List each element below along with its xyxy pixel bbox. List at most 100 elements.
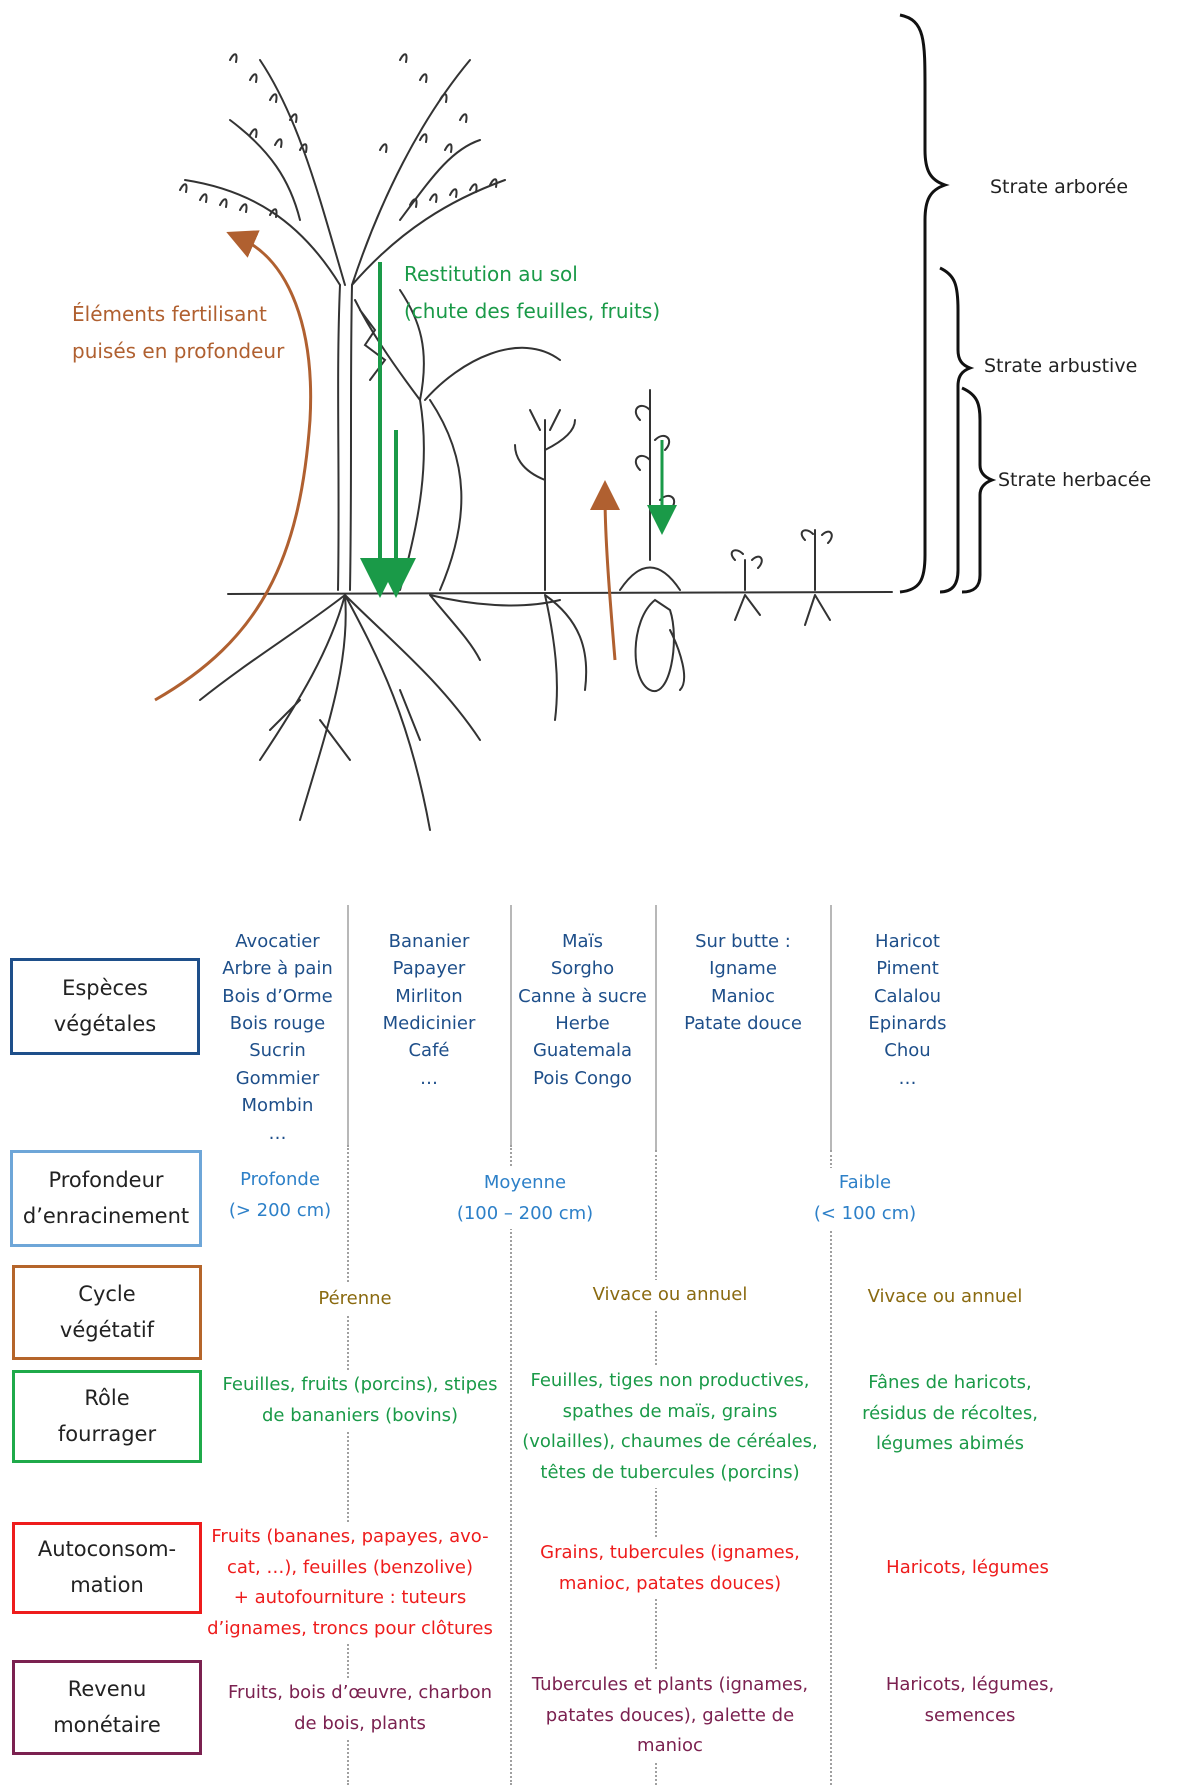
banana-plant <box>354 289 561 591</box>
revenu-label-2: monétaire <box>53 1712 161 1737</box>
tree-trunk <box>337 284 353 591</box>
species-item: Arbre à pain <box>222 958 333 980</box>
revenu-line: manioc <box>637 1735 703 1757</box>
profondeur-range: (> 200 cm) <box>228 1199 332 1221</box>
profondeur-label-1: Profondeur <box>48 1167 164 1192</box>
restitution-label: Restitution au sol (chute des feuilles, … <box>404 256 660 330</box>
banana-roots <box>429 594 588 721</box>
species-item: Bois d’Orme <box>222 985 333 1007</box>
yam-plant <box>619 389 681 591</box>
especes-label-1: Espèces <box>62 975 148 1000</box>
elements-line-2: puisés en profondeur <box>72 339 285 363</box>
autoconso-herbacee: Haricots, légumes <box>880 1553 1055 1584</box>
species-item: Bois rouge <box>229 1013 326 1035</box>
profondeur-moyenne: Moyenne (100 – 200 cm) <box>430 1168 620 1230</box>
agroforestry-illustration <box>154 13 997 831</box>
species-item: Papayer <box>392 958 466 980</box>
strate-arbustive-label: Strate arbustive <box>984 355 1138 377</box>
species-item: … <box>898 1067 917 1089</box>
ground-line <box>227 591 893 595</box>
autoconso-line: + autofourniture : tuteurs <box>233 1587 467 1609</box>
species-item: Epinards <box>868 1013 947 1035</box>
fourrager-line: spathes de maïs, grains <box>562 1400 778 1422</box>
species-item: Guatemala <box>532 1040 633 1062</box>
species-item: Chou <box>884 1040 931 1062</box>
brace-arbustive <box>939 266 975 594</box>
restitution-line-2: (chute des feuilles, fruits) <box>404 299 661 323</box>
fourrager-label-1: Rôle <box>84 1385 130 1410</box>
profondeur-label-2: d’enracinement <box>22 1203 190 1228</box>
species-item: Haricot <box>875 931 940 952</box>
maize-plant <box>514 409 576 591</box>
autoconso-line: Fruits (bananes, papayes, avo- <box>211 1526 489 1547</box>
separator-3 <box>655 905 657 1150</box>
cycle-label-2: végétatif <box>59 1317 155 1342</box>
herb-roots <box>734 594 831 626</box>
elements-fertilisants-label: Éléments fertilisant puisés en profondeu… <box>72 296 284 370</box>
profondeur-range: (100 – 200 cm) <box>456 1202 594 1224</box>
species-item: Herbe <box>555 1013 610 1035</box>
species-item: Canne à sucre <box>518 985 647 1007</box>
separator-2 <box>510 905 512 1145</box>
revenu-line: de bois, plants <box>294 1712 426 1734</box>
revenu-line: semences <box>924 1704 1016 1726</box>
species-item: Calalou <box>873 985 942 1007</box>
nutrient-uptake-arrow-small <box>590 480 621 661</box>
profondeur-value: Profonde <box>240 1169 320 1190</box>
species-item: Sorgho <box>550 958 615 980</box>
species-item: Gommier <box>235 1067 320 1089</box>
tree-branches <box>184 59 506 286</box>
fourrager-line: têtes de tubercules (porcins) <box>540 1461 800 1483</box>
fourrager-line: Fânes de haricots, <box>868 1372 1032 1393</box>
species-item: Medicinier <box>382 1013 476 1035</box>
cycle-vivace-1: Vivace ou annuel <box>575 1280 765 1311</box>
revenu-line: Haricots, légumes, <box>885 1674 1055 1695</box>
yam-tuber <box>634 598 686 693</box>
fourrager-line: résidus de récoltes, <box>862 1402 1038 1424</box>
especes-label-2: végétales <box>53 1011 157 1036</box>
cycle-perenne: Pérenne <box>280 1284 430 1315</box>
revenu-line: patates douces), galette de <box>545 1704 795 1726</box>
profondeur-value: Faible <box>838 1172 892 1193</box>
species-item: Manioc <box>711 985 775 1007</box>
herb-plants <box>730 529 833 591</box>
autoconso-label-2: mation <box>70 1573 144 1597</box>
species-item: Café <box>408 1040 450 1062</box>
separator-1-dotted <box>347 1145 349 1785</box>
revenu-label-1: Revenu <box>67 1676 147 1701</box>
species-item: Pois Congo <box>533 1067 632 1089</box>
especes-col-cereales: Maïs Sorgho Canne à sucre Herbe Guatemal… <box>515 928 650 1092</box>
species-item: … <box>268 1122 287 1144</box>
fourrager-herbacee: Fânes de haricots, résidus de récoltes, … <box>850 1368 1050 1460</box>
especes-col-tubercules: Sur butte : Igname Manioc Patate douce <box>663 928 823 1037</box>
strate-arboree-label: Strate arborée <box>990 176 1129 198</box>
autoconso-label-1: Autoconsom- <box>37 1537 177 1562</box>
elements-line-1: Éléments fertilisant <box>72 302 267 326</box>
autoconso-line: d’ignames, troncs pour clôtures <box>207 1617 493 1639</box>
cycle-box: Cycle végétatif <box>12 1265 202 1360</box>
brace-arboree <box>899 13 950 594</box>
separator-1 <box>347 905 349 1145</box>
species-item: Bananier <box>388 931 470 952</box>
autoconso-box: Autoconsom-mation <box>12 1522 202 1614</box>
revenu-line: Tubercules et plants (ignames, <box>531 1674 809 1695</box>
profondeur-box: Profondeur d’enracinement <box>10 1150 202 1247</box>
fourrager-cultures: Feuilles, tiges non productives, spathes… <box>520 1366 820 1489</box>
restitution-line-1: Restitution au sol <box>404 262 578 286</box>
fourrager-line: légumes abimés <box>875 1433 1025 1455</box>
especes-col-arboree: Avocatier Arbre à pain Bois d’Orme Bois … <box>210 928 345 1147</box>
especes-box: Espèces végétales <box>10 958 200 1055</box>
autoconso-line: Haricots, légumes <box>886 1557 1049 1578</box>
species-item: Maïs <box>562 931 603 952</box>
fourrager-box: Rôle fourrager <box>12 1370 202 1463</box>
fourrager-line: Feuilles, tiges non productives, <box>530 1370 810 1391</box>
profondeur-range: (< 100 cm) <box>813 1202 917 1224</box>
species-item: Igname <box>709 958 777 980</box>
cycle-label-1: Cycle <box>78 1281 136 1306</box>
fourrager-label-2: fourrager <box>57 1421 157 1446</box>
revenu-herbacee: Haricots, légumes, semences <box>875 1670 1065 1732</box>
revenu-line: Fruits, bois d’œuvre, charbon <box>228 1682 492 1703</box>
species-item: Piment <box>876 958 939 980</box>
fourrager-arbre: Feuilles, fruits (porcins), stipes de ba… <box>220 1370 500 1432</box>
especes-col-herbacee: Haricot Piment Calalou Epinards Chou … <box>840 928 975 1092</box>
